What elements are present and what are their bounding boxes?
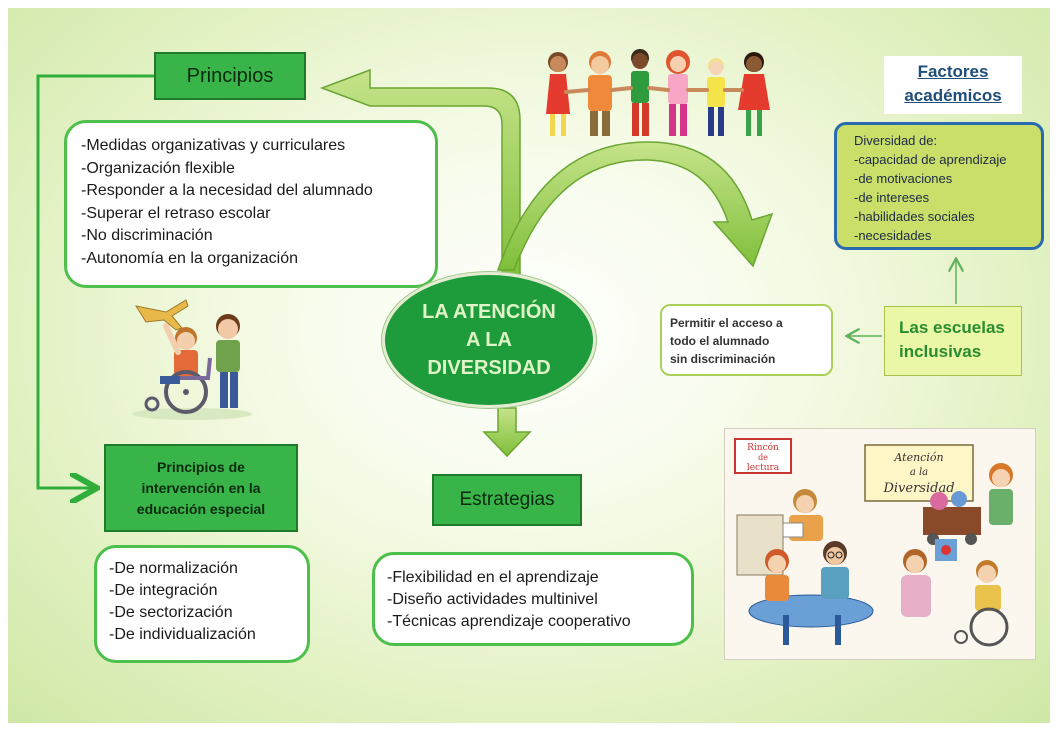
estrategias-item: -Flexibilidad en el aprendizaje [387,569,599,586]
center-topic-oval: LA ATENCIÓN A LA DIVERSIDAD [382,272,596,408]
connector-principios-intervencion [36,74,154,488]
intervencion-item: -De sectorización [109,604,233,621]
intervencion-title-line: Principios de [157,458,245,475]
banner-line: Diversidad [882,481,954,496]
permitir-line: todo el alumnado [670,334,770,348]
principios-item: -Responder a la necesidad del alumnado [81,182,373,199]
factores-item: -capacidad de aprendizaje [854,152,1007,167]
factores-item: -de motivaciones [854,171,953,186]
permitir-acceso-box: Permitir el acceso a todo el alumnado si… [660,304,833,376]
intervencion-title-box: Principios de intervención en la educaci… [104,444,298,532]
estrategias-item: -Diseño actividades multinivel [387,591,598,608]
estrategias-item: -Técnicas aprendizaje cooperativo [387,613,631,630]
intervencion-title-line: educación especial [136,500,266,517]
banner-line: a la [910,467,928,478]
classroom-diversity-illustration: Rincón de lectura Atención a la Diversid… [724,428,1036,660]
factores-item: -necesidades [854,228,932,243]
wheelchair-children-illustration [132,299,252,420]
center-topic-line: DIVERSIDAD [427,357,551,379]
principios-list-box: -Medidas organizativas y curriculares -O… [64,120,438,288]
principios-item: -Superar el retraso escolar [81,204,271,222]
arrow-to-estrategias [482,407,532,458]
sign-line: de [758,453,768,462]
principios-title-box: Principios [154,52,306,100]
sign-line: Rincón [747,442,779,453]
estrategias-list-box: -Flexibilidad en el aprendizaje -Diseño … [372,552,694,646]
intervencion-item: -De normalización [109,560,238,577]
permitir-line: Permitir el acceso a [670,316,783,330]
estrategias-title: Estrategias [459,489,555,510]
sign-line: lectura [747,463,780,473]
factores-title-line: académicos [904,86,1002,105]
intervencion-list-box: -De normalización -De integración -De se… [94,545,310,663]
factores-list-box: Diversidad de: -capacidad de aprendizaje… [834,122,1044,250]
estrategias-title-box: Estrategias [432,474,582,526]
slide: Principios -Medidas organizativas y curr… [8,8,1050,723]
intervencion-item: -De integración [109,582,218,599]
banner-line: Atención [893,451,943,464]
center-topic-line: A LA [466,329,512,351]
permitir-line: sin discriminación [670,352,776,366]
principios-item: -Medidas organizativas y curriculares [81,137,346,154]
escuelas-line: inclusivas [899,342,982,361]
factores-title: Factores académicos [884,56,1022,114]
arrow-to-permitir [496,141,774,271]
factores-item: -de intereses [854,190,930,205]
children-holding-hands-illustration [546,49,770,136]
principios-item: -Organización flexible [81,159,235,177]
factores-title-line: Factores [917,62,989,81]
connector-arrows [36,68,1050,723]
arrow-to-principios [319,68,521,279]
factores-item: Diversidad de: [854,133,938,148]
escuelas-inclusivas-box: Las escuelas inclusivas [884,306,1022,376]
center-topic-line: LA ATENCIÓN [422,301,556,323]
intervencion-title-line: intervención en la [141,479,261,496]
escuelas-line: Las escuelas [899,318,1005,337]
factores-item: -habilidades sociales [854,209,975,224]
principios-item: -Autonomía en la organización [81,249,299,267]
intervencion-item: -De individualización [109,626,256,643]
principios-title: Principios [186,64,274,87]
principios-item: -No discriminación [81,227,213,244]
classroom-drawing: Rincón de lectura Atención a la Diversid… [734,438,1013,647]
